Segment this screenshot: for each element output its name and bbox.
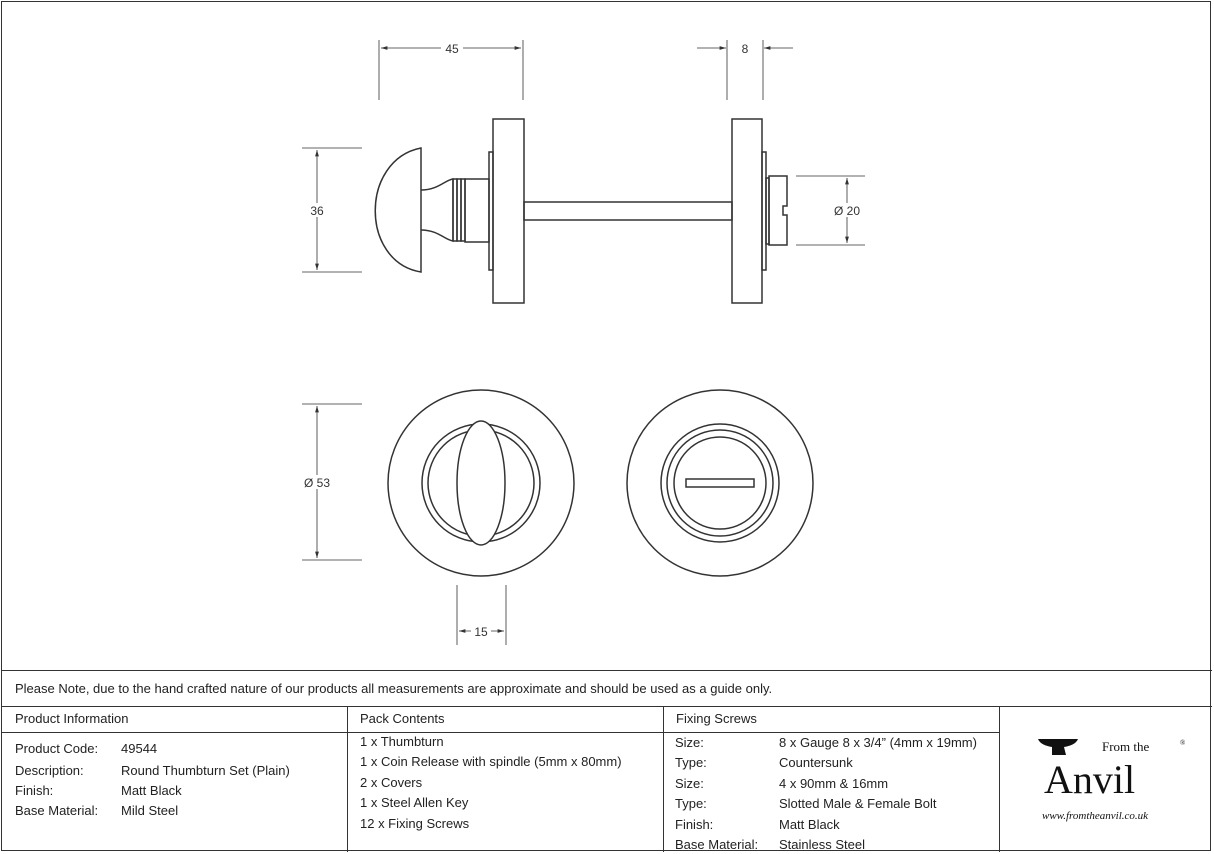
knob-collar (464, 178, 490, 243)
pack-item: 12 x Fixing Screws (360, 816, 470, 831)
pack-item: 1 x Thumbturn (360, 734, 444, 749)
value: Slotted Male & Female Bolt (779, 796, 937, 811)
thumbturn-oval (456, 420, 506, 546)
label: Finish: (675, 817, 714, 832)
value: Matt Black (121, 783, 182, 798)
coin-slot (685, 478, 755, 488)
dim-45: 45 (445, 42, 459, 56)
pack-item: 1 x Steel Allen Key (360, 795, 469, 810)
label: Finish: (15, 783, 54, 798)
measurement-note: Please Note, due to the hand crafted nat… (15, 681, 773, 696)
right-rose-side (731, 118, 763, 304)
anvil-icon (1038, 739, 1078, 755)
divider (347, 706, 348, 852)
divider (663, 706, 664, 852)
divider (999, 706, 1000, 852)
divider (1, 732, 1000, 733)
value: Countersunk (779, 755, 853, 770)
coin-release-front-view (626, 389, 814, 577)
label: Base Material: (15, 803, 99, 818)
dim-36: 36 (310, 204, 324, 218)
dim-diameter-20: Ø 20 (834, 204, 860, 218)
fixing-screws-header: Fixing Screws (676, 711, 757, 726)
label: Description: (15, 763, 84, 778)
value: 8 x Gauge 8 x 3/4” (4mm x 19mm) (779, 735, 977, 750)
knob-neck (420, 178, 454, 242)
dim-15: 15 (474, 625, 488, 639)
spindle (523, 201, 733, 221)
label: Base Material: (675, 837, 759, 852)
thumbturn-side-view (374, 118, 788, 304)
knob-dome (374, 147, 422, 273)
label: Product Code: (15, 741, 99, 756)
divider (1, 706, 1212, 707)
product-info-header: Product Information (15, 711, 129, 726)
label: Size: (675, 735, 704, 750)
logo-brand: Anvil (1044, 757, 1135, 802)
value: Stainless Steel (779, 837, 865, 852)
logo-registered: ® (1180, 739, 1186, 747)
value: Mild Steel (121, 803, 179, 818)
value: 49544 (121, 741, 158, 756)
from-the-anvil-logo: From the ® Anvil www.fromtheanvil.co.uk (1038, 739, 1186, 822)
label: Type: (675, 755, 707, 770)
left-rose-side (492, 118, 525, 304)
bolt-side (768, 175, 788, 246)
value: Round Thumbturn Set (Plain) (121, 763, 290, 778)
dim-8: 8 (742, 42, 749, 56)
dim-diameter-53: Ø 53 (304, 476, 330, 490)
value: Matt Black (779, 817, 840, 832)
thumbturn-front-view (387, 389, 575, 577)
logo-url: www.fromtheanvil.co.uk (1042, 810, 1149, 822)
logo-from-the: From the (1102, 739, 1150, 754)
pack-contents-header: Pack Contents (360, 711, 445, 726)
value: 4 x 90mm & 16mm (779, 776, 889, 791)
pack-item: 1 x Coin Release with spindle (5mm x 80m… (360, 754, 622, 769)
pack-item: 2 x Covers (360, 775, 423, 790)
label: Type: (675, 796, 707, 811)
label: Size: (675, 776, 704, 791)
divider (1, 670, 1212, 671)
technical-drawing: 45 8 36 Ø 20 Ø 53 15 (300, 40, 865, 645)
